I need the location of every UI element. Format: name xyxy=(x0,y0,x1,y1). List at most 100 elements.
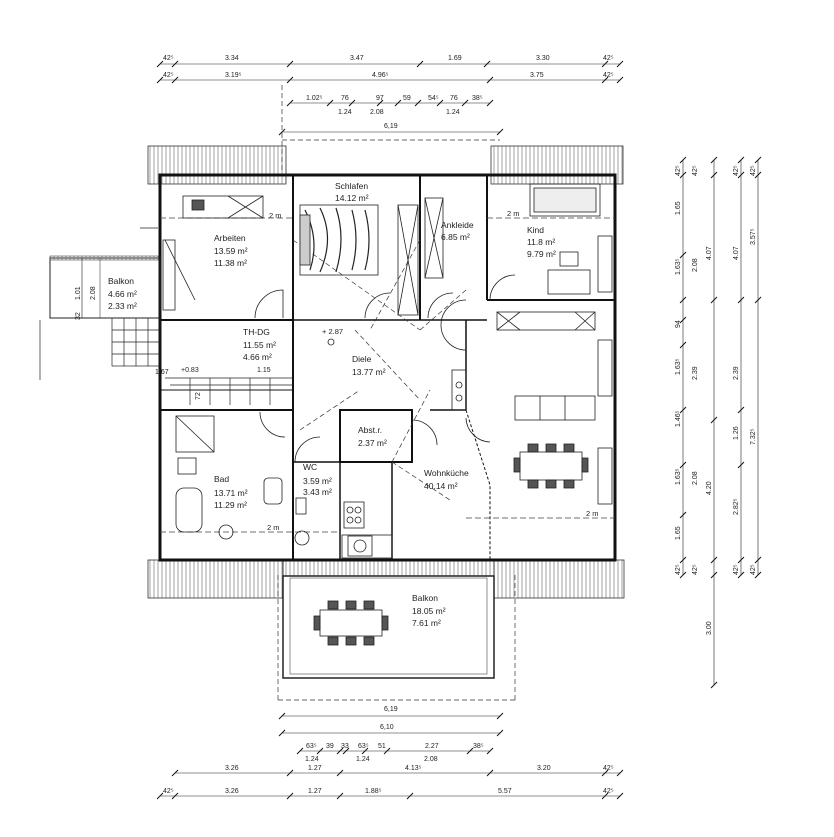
room-wohnkueche-name: Wohnküche xyxy=(424,468,469,478)
dim-r3-0: 4.07 xyxy=(706,246,713,260)
dim-r5-2: 7.32⁵ xyxy=(750,428,757,445)
dim-bot5-1: 3.26 xyxy=(225,788,239,795)
dimension-tick xyxy=(737,171,745,179)
dim-r1-0: 42⁵ xyxy=(675,165,682,176)
dimension-ticks xyxy=(156,60,762,800)
dimension-tick xyxy=(737,461,745,469)
dimension-tick xyxy=(286,99,294,107)
dimension-tick xyxy=(394,99,402,107)
dimension-tick xyxy=(171,76,179,84)
stove xyxy=(343,501,365,529)
dim-top3a-4: 54⁵ xyxy=(428,95,439,102)
dimension-tick xyxy=(296,747,304,755)
dim-r2-4: 42⁵ xyxy=(692,564,699,575)
wc-washbasin xyxy=(295,497,307,515)
dim-top3b-2: 1.24 xyxy=(446,109,460,116)
toilet-wc xyxy=(294,530,310,546)
dim-bot5-5: 42⁵ xyxy=(603,788,614,795)
dim-left-5: 72 xyxy=(195,392,202,400)
dimension-tick xyxy=(616,769,624,777)
dimension-tick xyxy=(679,556,687,564)
dimension-tick xyxy=(679,341,687,349)
dim-r1-1: 1.65 xyxy=(675,201,682,215)
dim-top3b-1: 2.08 xyxy=(370,109,384,116)
dimension-tick xyxy=(286,60,294,68)
wardrobe-1 xyxy=(397,204,419,316)
dining-table xyxy=(519,451,583,481)
dim-r1-5: 1.46⁵ xyxy=(675,410,682,427)
room-schlafen-name: Schlafen xyxy=(335,181,368,191)
dimension-tick xyxy=(710,171,718,179)
dimension-tick xyxy=(156,792,164,800)
doors xyxy=(140,227,516,463)
dim-bot5-4: 5.57 xyxy=(498,788,512,795)
dimension-tick xyxy=(361,747,369,755)
slope-mark-1: 2 m xyxy=(269,211,282,220)
dimension-tick xyxy=(483,60,491,68)
dim-left-0: 1.01 xyxy=(75,286,82,300)
dim-r2-1: 2.08 xyxy=(692,258,699,272)
dim-top3a-2: 97 xyxy=(376,95,384,102)
dimension-lines xyxy=(81,63,759,797)
room-diele-name: Diele xyxy=(352,354,372,364)
room-diele-area1: 13.77 m² xyxy=(352,367,386,377)
dim-bot3a-6: 38⁵ xyxy=(473,743,484,750)
dimension-tick xyxy=(316,747,324,755)
walls xyxy=(158,173,617,562)
dimension-tick xyxy=(710,156,718,164)
dim-top3a-5: 76 xyxy=(450,95,458,102)
slope-mark-3: 2 m xyxy=(267,523,280,532)
dim-r4-0: 42⁵ xyxy=(733,165,740,176)
room-labels: Arbeiten 13.59 m² 11.38 m² Schlafen 14.1… xyxy=(108,181,599,628)
dim-bot4-4: 42⁵ xyxy=(603,765,614,772)
dim-bot2: 6,10 xyxy=(380,724,394,731)
dimension-tick xyxy=(616,60,624,68)
room-wohnkueche-area1: 40.14 m² xyxy=(424,481,458,491)
washbasin xyxy=(263,477,283,505)
dim-left-2: 32 xyxy=(75,312,82,320)
dim-bot3a-1: 39 xyxy=(326,743,334,750)
dimension-tick xyxy=(679,251,687,259)
dim-top3a-0: 1.02⁵ xyxy=(306,95,323,102)
dim-r4-4: 2.82⁵ xyxy=(733,498,740,515)
dim-bot3b-0: 1.24 xyxy=(305,756,319,763)
dimension-tick xyxy=(616,76,624,84)
dimension-tick xyxy=(336,747,344,755)
dim-top1-1: 3.34 xyxy=(225,55,239,62)
dimension-tick xyxy=(278,128,286,136)
dimension-tick xyxy=(710,296,718,304)
room-ankleide-area1: 6.85 m² xyxy=(441,232,470,242)
dimension-tick xyxy=(342,747,350,755)
dimension-tick xyxy=(679,171,687,179)
dimension-tick xyxy=(278,729,286,737)
kitchen-counter-bot xyxy=(341,534,393,559)
room-diele-level: + 2.87 xyxy=(322,327,343,336)
dim-r1-3: 94 xyxy=(675,320,682,328)
dim-r1-2: 1.63⁵ xyxy=(675,258,682,275)
dimension-tick xyxy=(171,60,179,68)
dimension-tick xyxy=(156,60,164,68)
dim-bot4-3: 3.20 xyxy=(537,765,551,772)
dimension-tick xyxy=(679,296,687,304)
dimension-tick xyxy=(278,712,286,720)
room-bad-area2: 11.29 m² xyxy=(214,500,247,510)
dim-r1-6: 1.63⁵ xyxy=(675,468,682,485)
dim-left-3: 1.67 xyxy=(155,369,169,376)
sink xyxy=(347,535,373,557)
dimension-tick xyxy=(286,76,294,84)
dimension-tick xyxy=(679,461,687,469)
room-arbeiten-area2: 11.38 m² xyxy=(214,258,247,268)
dim-r3-2: 3.00 xyxy=(706,621,713,635)
room-balkon-s-name: Balkon xyxy=(412,593,438,603)
dim-r5-0: 42⁵ xyxy=(750,165,757,176)
dim-top2-3: 3.75 xyxy=(530,72,544,79)
dim-top2-4: 42⁵ xyxy=(603,72,614,79)
dim-left-6: 1.15 xyxy=(257,367,271,374)
dim-bot4-2: 4.13⁵ xyxy=(405,765,422,772)
dimension-tick xyxy=(336,792,344,800)
room-kind-area1: 11.8 m² xyxy=(527,237,555,247)
dim-bot3b-1: 1.24 xyxy=(356,756,370,763)
room-balkon-s-area2: 7.61 m² xyxy=(412,618,441,628)
dimension-tick xyxy=(171,792,179,800)
